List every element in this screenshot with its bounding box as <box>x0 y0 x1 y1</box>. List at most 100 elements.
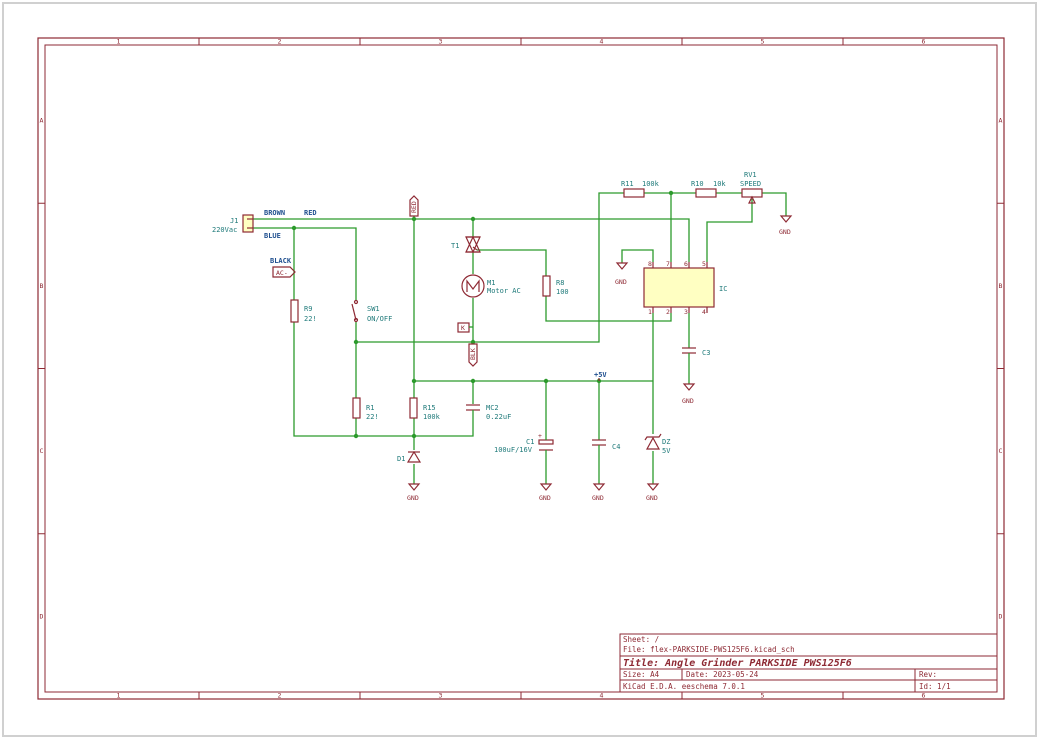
title-block: Sheet: / File: flex-PARKSIDE-PWS125F6.ki… <box>619 633 998 693</box>
gnd-c3: GND <box>682 383 696 405</box>
r9-value: 22! <box>304 315 317 323</box>
frame-col-label-top: 5 <box>761 38 765 46</box>
svg-text:GND: GND <box>592 494 604 502</box>
net-brown: BROWN <box>264 209 285 217</box>
tb-title: Title: Angle Grinder PARKSIDE PWS125F6 <box>623 657 852 669</box>
r1-value: 22! <box>366 413 379 421</box>
frame-col-label-bottom: 3 <box>439 692 443 700</box>
junctions <box>291 190 674 439</box>
r1-ref: R1 <box>366 404 374 412</box>
resistor-r10: R10 10k <box>691 180 726 198</box>
svg-text:GND: GND <box>682 397 694 405</box>
blk-tag-label: BLK <box>469 348 477 360</box>
ic-pin-6: 6 <box>684 260 688 268</box>
capacitor-c1: + C1 100uF/16V <box>494 432 554 456</box>
dz-value: 5V <box>662 447 671 455</box>
gnd-d1: GND <box>407 483 421 502</box>
frame-row-label-left: C <box>40 447 44 455</box>
resistor-r15: R15 100k <box>409 397 441 421</box>
d1-ref: D1 <box>397 455 405 463</box>
tb-rev: Rev: <box>919 670 937 679</box>
gnd-dz: GND <box>646 483 660 502</box>
r8-ref: R8 <box>556 279 564 287</box>
m1-ref: M1 <box>487 279 495 287</box>
r8-value: 100 <box>556 288 569 296</box>
mc2-value: 0.22uF <box>486 413 511 421</box>
switch-sw1: SW1 ON/OFF <box>351 299 392 323</box>
frame-col-label-bottom: 2 <box>278 692 282 700</box>
ic-pin-2: 2 <box>666 308 670 316</box>
tb-date: Date: 2023-05-24 <box>686 670 759 679</box>
diode-d1: D1 <box>397 450 422 463</box>
r9-ref: R9 <box>304 305 312 313</box>
frame-col-label-bottom: 5 <box>761 692 765 700</box>
frame-col-label-bottom: 6 <box>922 692 926 700</box>
r15-ref: R15 <box>423 404 436 412</box>
tb-tool: KiCad E.D.A. eeschema 7.0.1 <box>623 682 745 691</box>
gnd-ic: GND <box>615 262 629 286</box>
ic-pin-4: 4 <box>702 308 706 316</box>
motor-m1: M1 Motor AC <box>461 274 521 298</box>
capacitor-c4: C4 <box>592 439 620 452</box>
resistor-r1: R1 22! <box>352 397 379 421</box>
ic-pin-8: 8 <box>648 260 652 268</box>
frame-col-label-bottom: 1 <box>117 692 121 700</box>
blk-tag: BLK <box>468 343 478 367</box>
wires <box>253 192 787 484</box>
resistor-r8: R8 100 <box>542 275 569 297</box>
frame-row-label-right: B <box>999 282 1003 290</box>
ac-connector-tag: AC- <box>272 266 296 278</box>
r11-ref: R11 <box>621 180 634 188</box>
net-ac: AC- <box>276 269 288 277</box>
c4-ref: C4 <box>612 443 620 451</box>
r10-value: 10k <box>713 180 726 188</box>
svg-text:GND: GND <box>646 494 658 502</box>
gnd-c1: GND <box>539 483 553 502</box>
svg-text:GND: GND <box>407 494 419 502</box>
c3-ref: C3 <box>702 349 710 357</box>
tb-file: File: flex-PARKSIDE-PWS125F6.kicad_sch <box>623 645 795 654</box>
gnd-c4: GND <box>592 483 606 502</box>
m1-value: Motor AC <box>487 287 521 295</box>
vcc-5v: +5V <box>594 371 607 381</box>
k-tag-label: K <box>461 324 465 332</box>
frame-col-label-top: 1 <box>117 38 121 46</box>
potentiometer-rv1: RV1 SPEED <box>740 171 763 204</box>
frame-col-label-top: 4 <box>600 38 604 46</box>
t1-ref: T1 <box>451 242 459 250</box>
j1-value: 220Vac <box>212 226 237 234</box>
net-blue: BLUE <box>264 232 281 240</box>
capacitor-c3: C3 <box>682 347 710 358</box>
mc2-ref: MC2 <box>486 404 499 412</box>
red-tag-label: RED <box>410 201 418 213</box>
net-black: BLACK <box>270 257 292 265</box>
vcc-label: +5V <box>594 371 607 379</box>
frame-row-label-right: C <box>999 447 1003 455</box>
svg-text:+: + <box>538 432 542 440</box>
ic-pin-3: 3 <box>684 308 688 316</box>
frame-col-label-top: 3 <box>439 38 443 46</box>
k-tag: K <box>457 322 473 333</box>
frame-row-label-left: A <box>40 117 44 125</box>
ic-ref: IC <box>719 285 727 293</box>
net-red: RED <box>304 209 317 217</box>
zener-dz: DZ 5V <box>644 433 671 455</box>
frame-row-label-left: D <box>40 612 44 620</box>
svg-text:GND: GND <box>779 228 791 236</box>
gnd-symbols: GND GND GND GND GND GND GND <box>407 215 793 502</box>
gnd-rv1: GND <box>779 215 793 236</box>
ic-pin-1: 1 <box>648 308 652 316</box>
resistor-r11: R11 100k <box>621 180 660 198</box>
svg-text:GND: GND <box>615 278 627 286</box>
frame-row-label-right: D <box>999 612 1003 620</box>
rv1-value: SPEED <box>740 180 761 188</box>
ic-pin-5: 5 <box>702 260 706 268</box>
frame-row-label-right: A <box>999 117 1003 125</box>
triac-t1: T1 <box>451 235 481 254</box>
dz-ref: DZ <box>662 438 670 446</box>
c1-ref: C1 <box>526 438 534 446</box>
